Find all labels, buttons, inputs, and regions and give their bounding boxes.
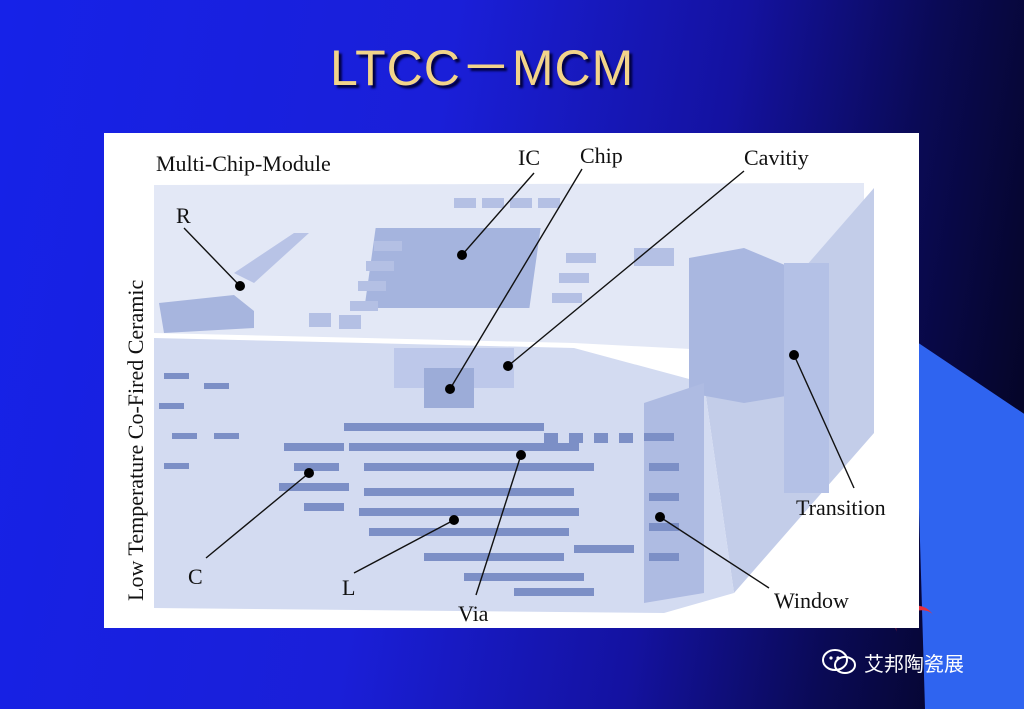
slide-title: LTCC－MCM: [330, 40, 635, 96]
label-l: L: [342, 575, 356, 600]
module-illustration: [154, 168, 874, 613]
resistor-body: [159, 295, 254, 333]
wechat-icon: [822, 649, 856, 674]
resistor-trace: [234, 233, 309, 283]
surface-pads: [309, 198, 674, 329]
label-r: R: [176, 203, 191, 228]
label-transition: Transition: [796, 495, 886, 520]
label-cavity: Cavitiy: [744, 145, 809, 170]
buried-conductors: [159, 373, 679, 596]
caption-multi-chip-module: Multi-Chip-Module: [156, 151, 331, 176]
label-ic: IC: [518, 145, 540, 170]
transition-block: [689, 248, 804, 403]
watermark: 艾邦陶瓷展: [822, 647, 964, 677]
label-chip: Chip: [580, 143, 623, 168]
label-window: Window: [774, 588, 849, 613]
label-c: C: [188, 564, 203, 589]
watermark-text: 艾邦陶瓷展: [864, 651, 964, 676]
ltcc-module-figure: Multi-Chip-Module Low Temperature Co-Fir…: [104, 133, 919, 628]
leader-dots: [235, 250, 799, 525]
label-via: Via: [458, 601, 489, 626]
ic-pad: [364, 228, 541, 308]
leader-lines: [183, 168, 855, 596]
transition-bar: [784, 263, 829, 493]
module-front-face: [154, 338, 734, 613]
caption-ltcc: Low Temperature Co-Fired Ceramic: [123, 279, 148, 601]
